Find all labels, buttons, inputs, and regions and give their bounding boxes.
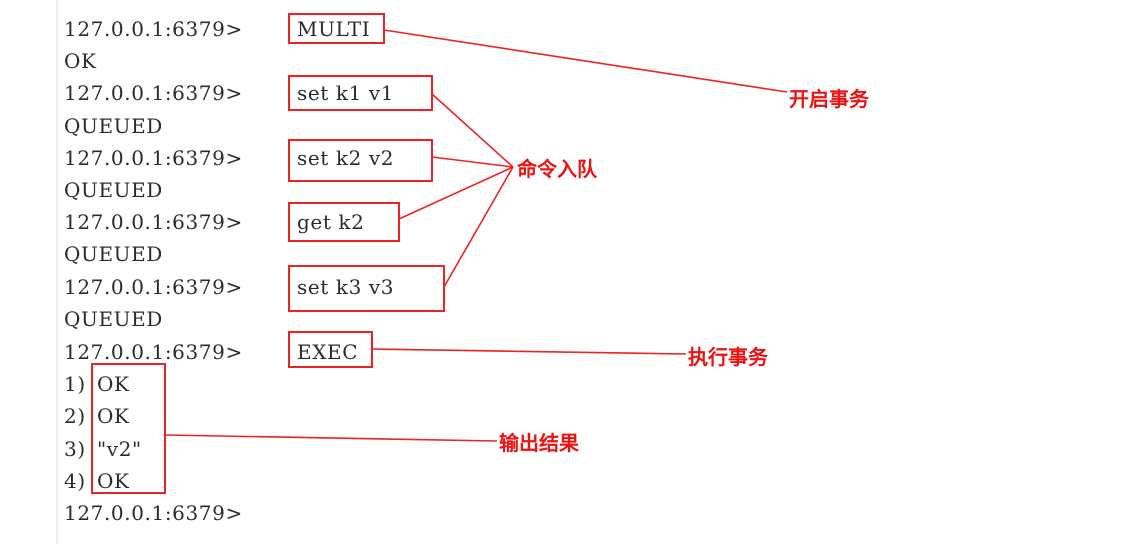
command-set-k2: set k2 v2	[297, 146, 394, 170]
result-index: 3)	[64, 437, 86, 461]
command-exec: EXEC	[297, 340, 358, 364]
annotations: 开启事务 命令入队 执行事务 输出结果	[499, 87, 870, 455]
result-index: 4)	[64, 469, 86, 493]
prompt: 127.0.0.1:6379>	[64, 340, 243, 364]
terminal-output: 127.0.0.1:6379> MULTI OK 127.0.0.1:6379>…	[64, 17, 394, 525]
output-line: QUEUED	[64, 242, 163, 266]
output-line: QUEUED	[64, 178, 163, 202]
box-set-k1	[288, 75, 433, 111]
leader-line-results	[164, 434, 498, 442]
leader-line-set-k2	[431, 156, 514, 168]
annotation-output-result: 输出结果	[499, 431, 579, 455]
box-set-k2	[288, 139, 433, 182]
output-line: QUEUED	[64, 114, 163, 138]
annotation-commands-queued: 命令入队	[517, 157, 598, 181]
output-line: QUEUED	[64, 307, 163, 331]
leader-line-set-k1	[431, 93, 514, 168]
leader-line-exec	[371, 348, 687, 355]
prompt: 127.0.0.1:6379>	[64, 146, 243, 170]
result-value: OK	[97, 404, 130, 428]
box-set-k3	[288, 265, 445, 312]
result-index: 2)	[64, 404, 86, 428]
leader-line-multi	[383, 29, 788, 93]
leader-line-set-k3	[443, 166, 514, 288]
result-index: 1)	[64, 372, 86, 396]
box-results	[91, 363, 166, 494]
box-get-k2	[288, 202, 400, 242]
annotation-execute-transaction: 执行事务	[688, 345, 769, 369]
prompt: 127.0.0.1:6379>	[64, 17, 243, 41]
result-value: OK	[97, 372, 130, 396]
leader-lines	[164, 29, 788, 442]
annotation-start-transaction: 开启事务	[789, 87, 870, 111]
command-get-k2: get k2	[297, 210, 364, 234]
prompt: 127.0.0.1:6379>	[64, 81, 243, 105]
prompt: 127.0.0.1:6379>	[64, 210, 243, 234]
command-set-k1: set k1 v1	[297, 81, 394, 105]
output-line: OK	[64, 49, 97, 73]
result-value: OK	[97, 469, 130, 493]
leader-line-get-k2	[398, 166, 514, 220]
box-multi	[288, 13, 385, 44]
result-value: "v2"	[97, 437, 142, 461]
command-multi: MULTI	[297, 17, 370, 41]
highlight-boxes	[91, 13, 445, 494]
prompt: 127.0.0.1:6379>	[64, 501, 243, 525]
prompt: 127.0.0.1:6379>	[64, 275, 243, 299]
command-set-k3: set k3 v3	[297, 275, 394, 299]
